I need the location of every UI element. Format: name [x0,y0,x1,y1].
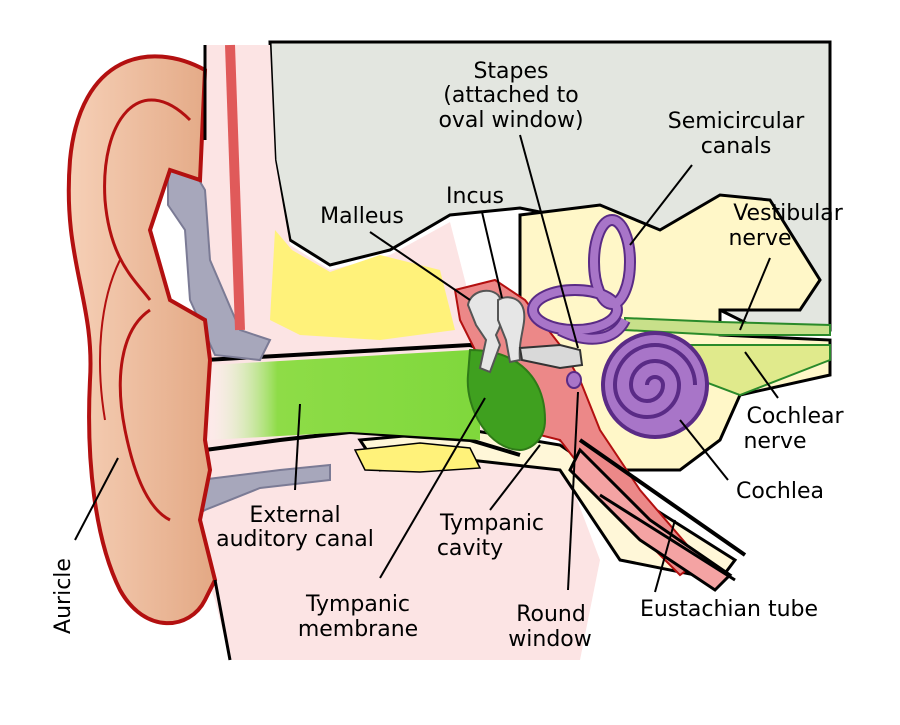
tympanic-membrane-shape [466,348,547,452]
auricle-helix-fold [103,98,192,301]
svg-text:Incus: Incus [446,184,504,209]
svg-text:auditory canal: auditory canal [216,527,374,552]
label-tympanic-membrane: Tympanic membrane [298,592,418,642]
label-semicircular-canals: Semicircular canals [668,109,805,159]
eustachian-tube-shape [568,447,733,592]
external-auditory-canal-shape [210,350,480,440]
svg-text:Round: Round [516,602,586,627]
svg-text:window: window [508,627,591,652]
svg-text:oval window): oval window) [438,108,583,133]
label-round-window: Round window [508,602,591,652]
svg-text:External: External [249,503,340,528]
svg-text:Malleus: Malleus [320,204,404,229]
svg-text:Stapes: Stapes [473,59,548,84]
label-incus: Incus [446,184,504,209]
gray-bone-upper [167,163,272,362]
svg-text:nerve: nerve [743,429,806,454]
svg-text:Cochlea: Cochlea [736,479,824,504]
auricle-antihelix-fold [118,308,171,522]
svg-text:Cochlear: Cochlear [746,404,844,429]
svg-text:membrane: membrane [298,617,418,642]
label-auricle: Auricle [51,558,76,634]
svg-text:Eustachian tube: Eustachian tube [640,597,818,622]
label-vestibular-nerve: Vestibular nerve [728,201,843,251]
svg-text:Auricle: Auricle [51,558,76,634]
round-window-shape [566,371,582,389]
svg-text:cavity: cavity [437,536,503,561]
svg-text:nerve: nerve [728,226,791,251]
svg-text:Semicircular: Semicircular [668,109,805,134]
leader-lines [74,134,779,593]
cartilage-upper [270,230,455,340]
incus-shape [497,296,526,364]
stapes-shape [518,343,584,370]
cartilage-lower [353,442,482,473]
label-external-auditory-canal: External auditory canal [216,503,374,552]
label-eustachian-tube: Eustachian tube [640,597,818,622]
label-cochlea: Cochlea [736,479,824,504]
svg-text:(attached to: (attached to [443,83,578,108]
svg-text:Tympanic: Tympanic [305,592,410,617]
auricle-shape [66,54,218,626]
svg-text:canals: canals [701,134,772,159]
label-tympanic-cavity: Tympanic cavity [437,511,544,561]
soft-tissue-region [200,45,600,660]
cochlea-shape [601,331,709,439]
svg-text:Vestibular: Vestibular [733,201,844,226]
label-malleus: Malleus [320,204,404,229]
label-cochlear-nerve: Cochlear nerve [743,404,844,454]
svg-text:Tympanic: Tympanic [439,511,544,536]
label-stapes: Stapes (attached to oval window) [438,59,583,133]
